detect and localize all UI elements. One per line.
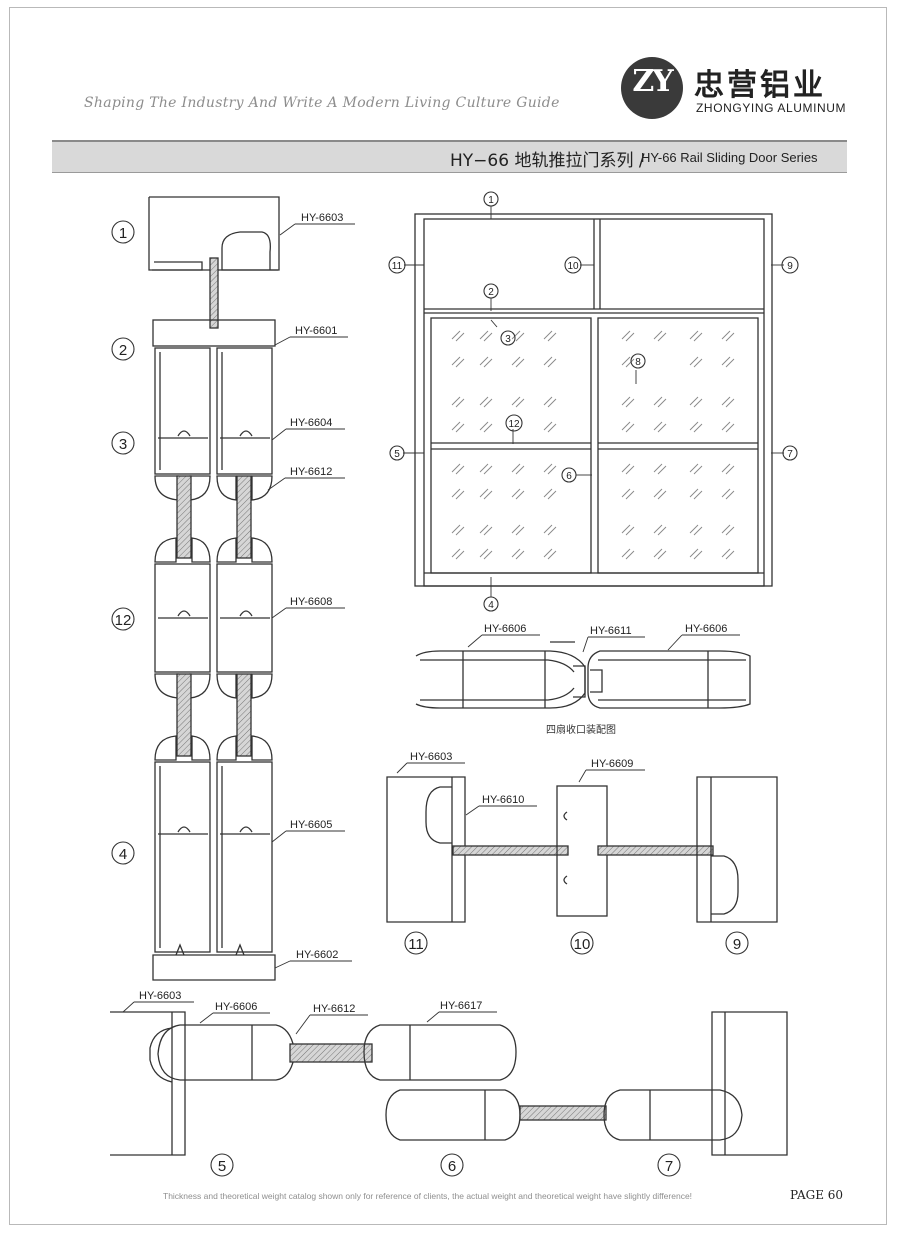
door-elevation-drawing	[403, 206, 784, 597]
marker-5-section: 5	[218, 1158, 226, 1175]
label-hy-6603-mid: HY-6603	[410, 751, 452, 763]
page-frame	[9, 7, 887, 1225]
series-title-cn: HY−66 地轨推拉门系列 /	[450, 151, 645, 171]
label-hy-6611: HY-6611	[590, 625, 632, 637]
marker-2-vertical: 2	[119, 342, 127, 359]
footer-disclaimer: Thickness and theoretical weight catalog…	[163, 1191, 693, 1201]
section-11-10-9-drawing	[386, 776, 778, 923]
label-hy-6603-bottom: HY-6603	[139, 990, 181, 1002]
marker-5-elevation: 5	[394, 449, 400, 460]
marker-2-elevation: 2	[488, 287, 494, 298]
marker-12-elevation: 12	[508, 419, 520, 430]
company-logo	[621, 57, 683, 119]
label-hy-6610: HY-6610	[482, 794, 524, 806]
label-hy-6604: HY-6604	[290, 417, 332, 429]
marker-11-elevation: 11	[392, 261, 403, 272]
slogan: Shaping The Industry And Write A Modern …	[84, 95, 560, 111]
marker-7-section: 7	[665, 1158, 673, 1175]
title-bar	[52, 140, 847, 173]
page-number: PAGE 60	[790, 1188, 844, 1202]
marker-10-section: 10	[574, 936, 591, 953]
label-hy-6605: HY-6605	[290, 819, 332, 831]
label-hy-6617: HY-6617	[440, 1000, 482, 1012]
label-hy-6612-vertical: HY-6612	[290, 466, 332, 478]
marker-8-elevation: 8	[635, 357, 641, 368]
section-5-6-7-drawing	[110, 1011, 788, 1156]
marker-1-elevation: 1	[488, 195, 494, 206]
marker-4-vertical: 4	[119, 846, 127, 863]
logo-mark: ZY	[632, 64, 673, 99]
marker-6-elevation: 6	[566, 471, 572, 482]
marker-1-vertical: 1	[119, 225, 127, 242]
label-hy-6606-left: HY-6606	[484, 623, 526, 635]
four-sash-caption: 四扇收口装配图	[546, 723, 616, 736]
label-hy-6602: HY-6602	[296, 949, 338, 961]
four-sash-assembly-drawing	[415, 641, 751, 709]
brand-name-en: ZHONGYING ALUMINUM	[696, 101, 847, 115]
marker-3-vertical: 3	[119, 436, 127, 453]
marker-6-section: 6	[448, 1158, 456, 1175]
vertical-section-drawing	[148, 196, 280, 981]
marker-7-elevation: 7	[787, 449, 793, 460]
marker-11-section: 11	[408, 936, 424, 953]
label-hy-6603-top: HY-6603	[301, 212, 343, 224]
brand-name-cn: 忠营铝业	[694, 68, 826, 103]
label-hy-6608: HY-6608	[290, 596, 332, 608]
series-title-en: HY-66 Rail Sliding Door Series	[641, 150, 818, 165]
marker-10-elevation: 10	[567, 261, 579, 272]
label-hy-6606-bottom: HY-6606	[215, 1001, 257, 1013]
marker-9-section: 9	[733, 936, 741, 953]
marker-9-elevation: 9	[787, 261, 793, 272]
label-hy-6612-bottom: HY-6612	[313, 1003, 355, 1015]
marker-4-elevation: 4	[488, 600, 494, 611]
label-hy-6609: HY-6609	[591, 758, 633, 770]
label-hy-6601: HY-6601	[295, 325, 337, 337]
marker-12-vertical: 12	[115, 612, 132, 629]
marker-3-elevation: 3	[505, 334, 511, 345]
label-hy-6606-right: HY-6606	[685, 623, 727, 635]
